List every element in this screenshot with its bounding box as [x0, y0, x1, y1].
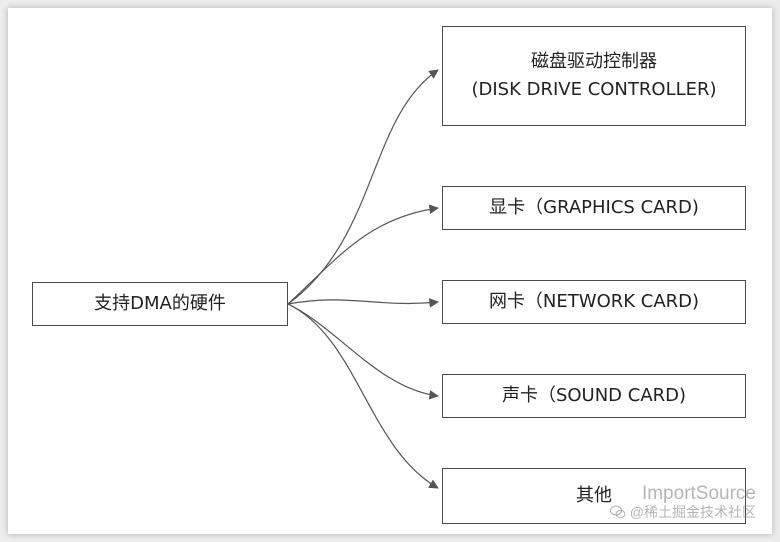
node-label: 网卡（NETWORK CARD)	[488, 291, 700, 312]
node-other: 其他	[442, 468, 746, 524]
root-node-label: 支持DMA的硬件	[94, 293, 226, 314]
node-graphics-card: 显卡（GRAPHICS CARD)	[442, 186, 746, 230]
node-label: 声卡（SOUND CARD)	[501, 385, 687, 406]
node-label: 显卡（GRAPHICS CARD)	[489, 197, 699, 218]
edge-to-graphics-card	[287, 204, 439, 305]
edges-layer	[287, 69, 439, 489]
node-network-card: 网卡（NETWORK CARD)	[442, 280, 746, 324]
edge-to-sound-card	[287, 303, 439, 400]
watermark-main: ImportSource	[641, 483, 756, 504]
wechat-icon	[609, 505, 626, 519]
diagram-canvas: 支持DMA的硬件 磁盘驱动控制器 (DISK DRIVE CONTROLLER)…	[8, 8, 772, 534]
watermark: ImportSource @稀土掘金技术社区	[609, 483, 756, 520]
watermark-sub-row: @稀土掘金技术社区	[609, 504, 756, 520]
watermark-sub: @稀土掘金技术社区	[629, 504, 756, 520]
node-disk-drive-controller: 磁盘驱动控制器 (DISK DRIVE CONTROLLER)	[442, 26, 746, 126]
node-label: 其他	[576, 485, 612, 506]
root-node: 支持DMA的硬件	[32, 282, 288, 326]
edge-to-other	[287, 303, 439, 489]
node-sound-card: 声卡（SOUND CARD)	[442, 374, 746, 418]
edge-to-network-card	[287, 298, 439, 308]
node-label: 磁盘驱动控制器	[531, 51, 657, 72]
edge-to-disk-controller	[287, 69, 439, 305]
node-sublabel: (DISK DRIVE CONTROLLER)	[471, 79, 717, 100]
